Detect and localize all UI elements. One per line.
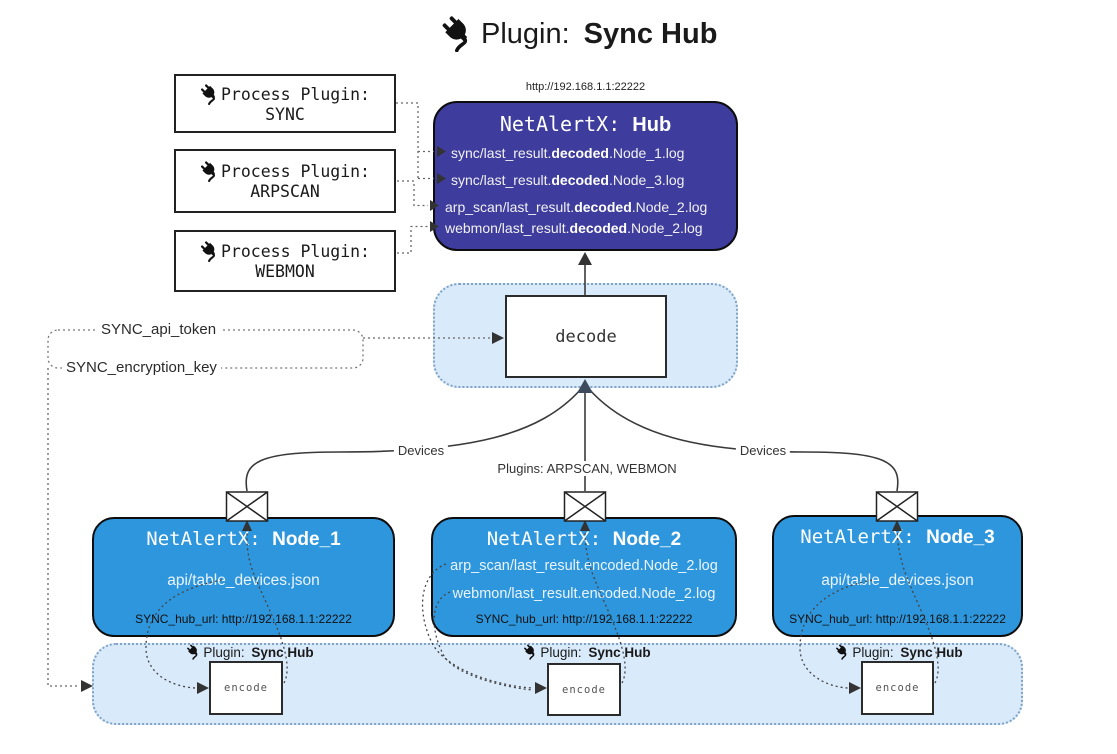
node-hub-url: SYNC_hub_url: http://192.168.1.1:22222 bbox=[475, 612, 693, 626]
node3-box: NetAlertX: Node_3 api/table_devices.json… bbox=[772, 515, 1023, 637]
title-prefix: Plugin: bbox=[481, 17, 570, 50]
encoder-plugin-label: Plugin: Sync Hub bbox=[186, 644, 314, 660]
devices-edge-label: Devices bbox=[735, 443, 791, 458]
process-plugin-name: SYNC bbox=[265, 104, 305, 124]
title-name: Sync Hub bbox=[583, 17, 718, 50]
plug-icon bbox=[835, 644, 849, 660]
plug-icon bbox=[186, 644, 200, 660]
node-title: NetAlertX: Node_1 bbox=[146, 528, 341, 550]
node-title: NetAlertX: Node_3 bbox=[800, 526, 995, 548]
hub-title: NetAlertX: Hub bbox=[499, 112, 672, 136]
node-title: NetAlertX: Node_2 bbox=[486, 528, 682, 550]
node-hub-url: SYNC_hub_url: http://192.168.1.1:22222 bbox=[789, 612, 1006, 626]
process-plugin-webmon-box: Process Plugin: WEBMON bbox=[174, 230, 396, 292]
hub-url-label: http://192.168.1.1:22222 bbox=[525, 81, 646, 93]
decode-box: decode bbox=[505, 295, 667, 378]
encode-box: encode bbox=[209, 661, 283, 715]
plug-icon bbox=[523, 644, 537, 660]
node1-box: NetAlertX: Node_1 api/table_devices.json… bbox=[92, 517, 395, 637]
process-plugin-label: Process Plugin: bbox=[220, 84, 370, 104]
page-title: Plugin: Sync Hub bbox=[441, 16, 717, 52]
process-plugin-label: Process Plugin: bbox=[220, 242, 370, 261]
hub-log-line: arp_scan/last_result.decoded.Node_2.log bbox=[445, 199, 708, 215]
encode-box: encode bbox=[547, 663, 621, 716]
process-plugin-name: ARPSCAN bbox=[250, 182, 320, 201]
encoder-plugin-label: Plugin: Sync Hub bbox=[523, 644, 651, 660]
plug-icon bbox=[200, 241, 219, 262]
process-plugin-label: Process Plugin: bbox=[220, 162, 370, 181]
sync-api-token-label: SYNC_api_token bbox=[97, 321, 221, 338]
plugins-edge-label: Plugins: ARPSCAN, WEBMON bbox=[493, 461, 681, 476]
node-file: api/table_devices.json bbox=[167, 572, 320, 589]
process-plugin-sync-box: Process Plugin: SYNC bbox=[174, 74, 396, 133]
sync-encryption-key-label: SYNC_encryption_key bbox=[62, 359, 221, 376]
node-hub-url: SYNC_hub_url: http://192.168.1.1:22222 bbox=[135, 612, 352, 626]
node2-box: NetAlertX: Node_2 arp_scan/last_result.e… bbox=[431, 517, 737, 637]
hub-box: NetAlertX: Hub sync/last_result.decoded.… bbox=[433, 101, 738, 251]
hub-log-line: sync/last_result.decoded.Node_3.log bbox=[451, 172, 685, 188]
node-file: api/table_devices.json bbox=[821, 572, 974, 589]
devices-edge-label: Devices bbox=[393, 443, 449, 458]
plug-icon bbox=[200, 84, 219, 105]
process-plugin-arpscan-box: Process Plugin: ARPSCAN bbox=[174, 149, 396, 213]
node-file: webmon/last_result.encoded.Node_2.log bbox=[452, 586, 716, 602]
encode-box: encode bbox=[861, 661, 934, 715]
plug-icon bbox=[200, 161, 219, 182]
encoder-plugin-label: Plugin: Sync Hub bbox=[835, 644, 963, 660]
process-plugin-name: WEBMON bbox=[255, 262, 315, 281]
node-file: arp_scan/last_result.encoded.Node_2.log bbox=[450, 558, 718, 574]
hub-log-line: webmon/last_result.decoded.Node_2.log bbox=[445, 220, 703, 236]
hub-log-line: sync/last_result.decoded.Node_1.log bbox=[451, 145, 685, 161]
plug-icon bbox=[441, 16, 474, 52]
